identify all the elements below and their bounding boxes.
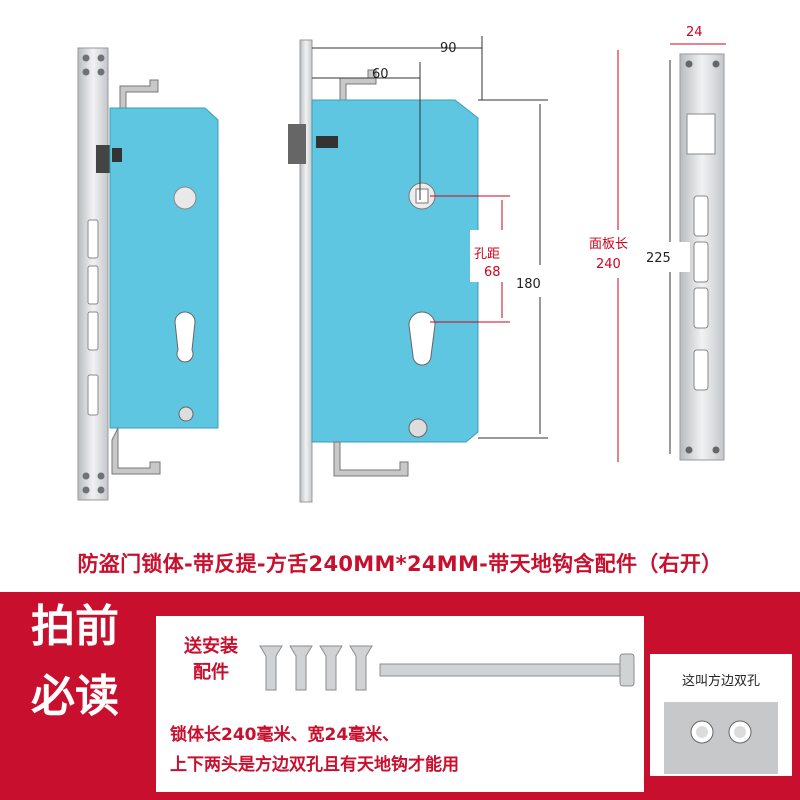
requirement-line2: 上下两头是方边双孔且有天地钩才能用 <box>170 755 459 775</box>
side-caption: 这叫方边双孔 <box>681 674 760 689</box>
product-illustration: 90 60 孔距 68 180 24 面板长 240 225 <box>77 25 726 503</box>
faceplate-view <box>586 43 726 462</box>
must-read-label: 拍前 必读 <box>0 592 150 800</box>
must-read-line1: 拍前 <box>31 601 119 652</box>
accessory-label: 送安装 配件 <box>166 634 256 686</box>
dim-hole-spacing-value: 68 <box>484 265 501 280</box>
must-read-line2: 必读 <box>31 671 119 722</box>
lock-front-view <box>288 36 548 503</box>
dim-offset-60: 60 <box>372 67 389 82</box>
screws-illustration <box>259 645 635 691</box>
accessory-line2: 配件 <box>193 662 229 683</box>
dim-faceplate-length-label: 面板长 <box>589 237 628 252</box>
requirement-text: 锁体长240毫米、宽24毫米、 上下两头是方边双孔且有天地钩才能用 <box>170 720 640 780</box>
dim-hole-spacing-label: 孔距 <box>474 247 500 262</box>
accessory-line1: 送安装 <box>184 636 238 657</box>
requirement-line1: 锁体长240毫米、宽24毫米、 <box>170 725 400 745</box>
lock-side-view <box>77 47 219 501</box>
notice-panel <box>156 616 644 792</box>
dim-faceplate-width: 24 <box>686 25 703 40</box>
dim-width-90: 90 <box>440 41 457 56</box>
dim-hole-span: 225 <box>646 251 671 266</box>
dim-faceplate-length-value: 240 <box>596 257 621 272</box>
product-title: 防盗门锁体-带反提-方舌240MM*24MM-带天地钩含配件（右开） <box>77 552 723 576</box>
double-hole-closeup <box>664 702 778 774</box>
dim-height-180: 180 <box>516 277 541 292</box>
